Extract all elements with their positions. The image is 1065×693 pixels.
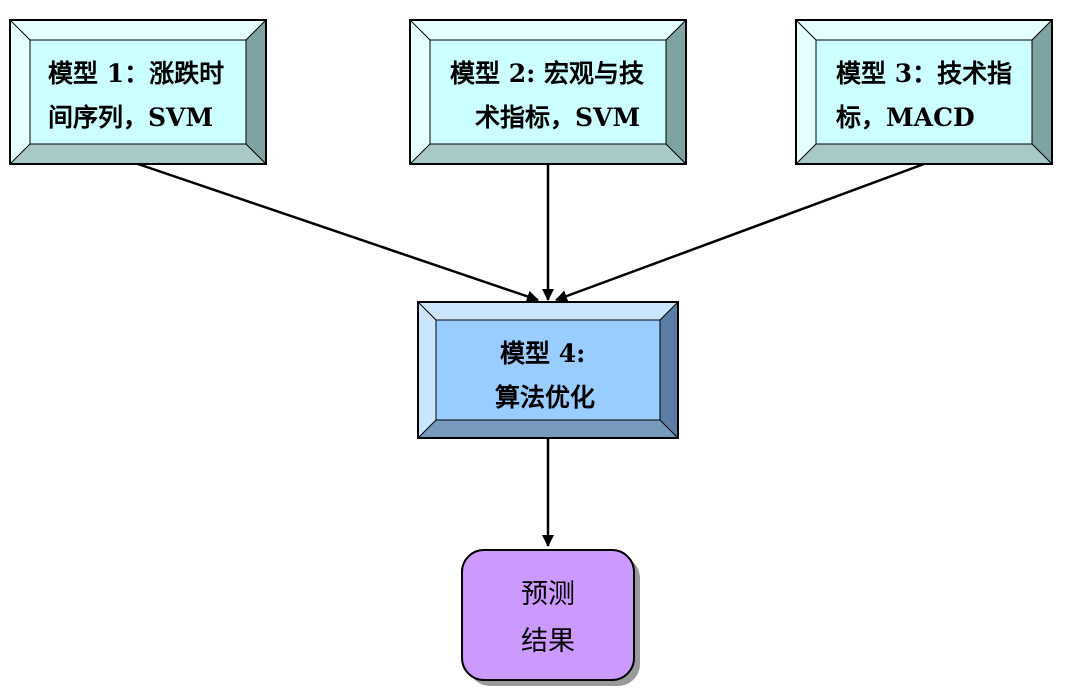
edge-model1-to-model4 (137, 162, 539, 303)
node-result-line1: 预测 (521, 579, 575, 610)
node-model2: 模型 2: 宏观与技 术指标，SVM (409, 19, 687, 165)
node-result-line2: 结果 (521, 626, 575, 657)
node-model4-line2: 算法优化 (495, 383, 595, 412)
node-model2-line2: 术指标，SVM (475, 103, 640, 132)
edge-model3-to-model4 (555, 162, 925, 302)
node-model1: 模型 1：涨跌时 间序列，SVM (9, 19, 267, 165)
node-model3-line1: 模型 3：技术指 (836, 59, 1012, 88)
node-model2-line1: 模型 2: 宏观与技 (450, 59, 644, 88)
node-model3-line2: 标，MACD (836, 103, 975, 132)
node-model1-line1: 模型 1：涨跌时 (48, 59, 224, 88)
node-model4: 模型 4: 算法优化 (417, 301, 679, 439)
node-result: 预测 结果 (461, 549, 640, 686)
node-model1-line2: 间序列，SVM (48, 103, 213, 132)
node-model4-line1: 模型 4: (500, 339, 585, 368)
node-model3: 模型 3：技术指 标，MACD (795, 19, 1053, 165)
